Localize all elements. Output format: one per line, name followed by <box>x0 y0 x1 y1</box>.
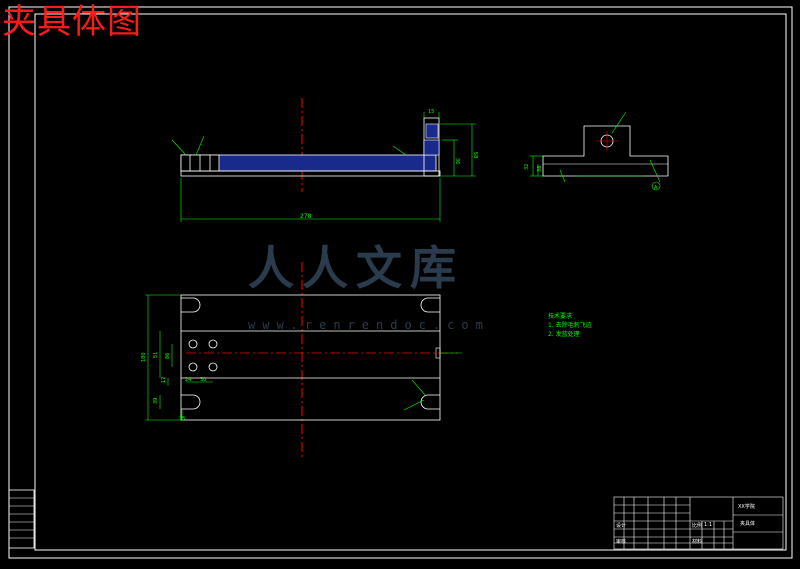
dim-thickness: 36 <box>454 158 460 164</box>
u-slot-top-left <box>181 297 201 313</box>
title-block-school: XX学院 <box>738 504 755 510</box>
binding-strip <box>8 489 35 549</box>
hole-1 <box>188 339 198 349</box>
side-view: 32 38 A <box>524 111 669 191</box>
dim-width-left: 180 <box>141 352 147 362</box>
top-body-outline <box>180 294 441 421</box>
dim-length-total: 278 <box>300 213 312 220</box>
watermark-url: www.renrendoc.com <box>248 318 490 332</box>
title-block-material: 材料 <box>692 539 703 545</box>
dim-30: 30 <box>200 377 206 383</box>
dim-slot: 15 <box>428 109 434 115</box>
title-block-check: 审核 <box>616 539 627 545</box>
title-block-design: 设计 <box>616 523 627 529</box>
title-block-scale-value: 1:1 <box>704 522 713 528</box>
dim-86: 86 <box>165 353 171 359</box>
hole-2 <box>208 339 218 349</box>
technical-notes-heading: 技术要求 <box>548 313 573 320</box>
dim-39: 39 <box>153 398 159 404</box>
outer-frame <box>8 6 793 559</box>
title-block-part-name: 夹具体 <box>740 521 756 527</box>
u-slot-bottom-right <box>420 394 440 410</box>
dim-side-b: 38 <box>537 166 543 172</box>
title-block-scale-label: 比例 <box>692 523 703 529</box>
technical-notes-line1: 1. 去除毛刺飞边 <box>548 322 592 329</box>
drawing-title: 夹具体图 <box>2 2 142 42</box>
side-outline <box>542 125 669 177</box>
dim-height-right: 58 <box>472 152 478 158</box>
inner-frame <box>34 13 787 551</box>
u-slot-bottom-left <box>181 394 201 410</box>
top-view: 180 51 86 12 24 30 39 15 <box>141 262 462 460</box>
front-view: 278 58 36 15 <box>171 98 478 222</box>
title-block <box>613 496 784 550</box>
dim-15b: 15 <box>179 416 185 422</box>
hole-3 <box>188 362 198 372</box>
u-slot-top-right <box>420 297 440 313</box>
dim-24: 24 <box>185 377 191 383</box>
datum-label: A <box>654 185 658 191</box>
dim-side-a: 32 <box>524 164 530 170</box>
hole-4 <box>208 362 218 372</box>
dim-12: 12 <box>161 377 167 383</box>
watermark-logo: 人人文库 <box>248 241 464 295</box>
dim-51: 51 <box>153 352 159 358</box>
technical-notes-line2: 2. 发蓝处理 <box>548 331 580 338</box>
